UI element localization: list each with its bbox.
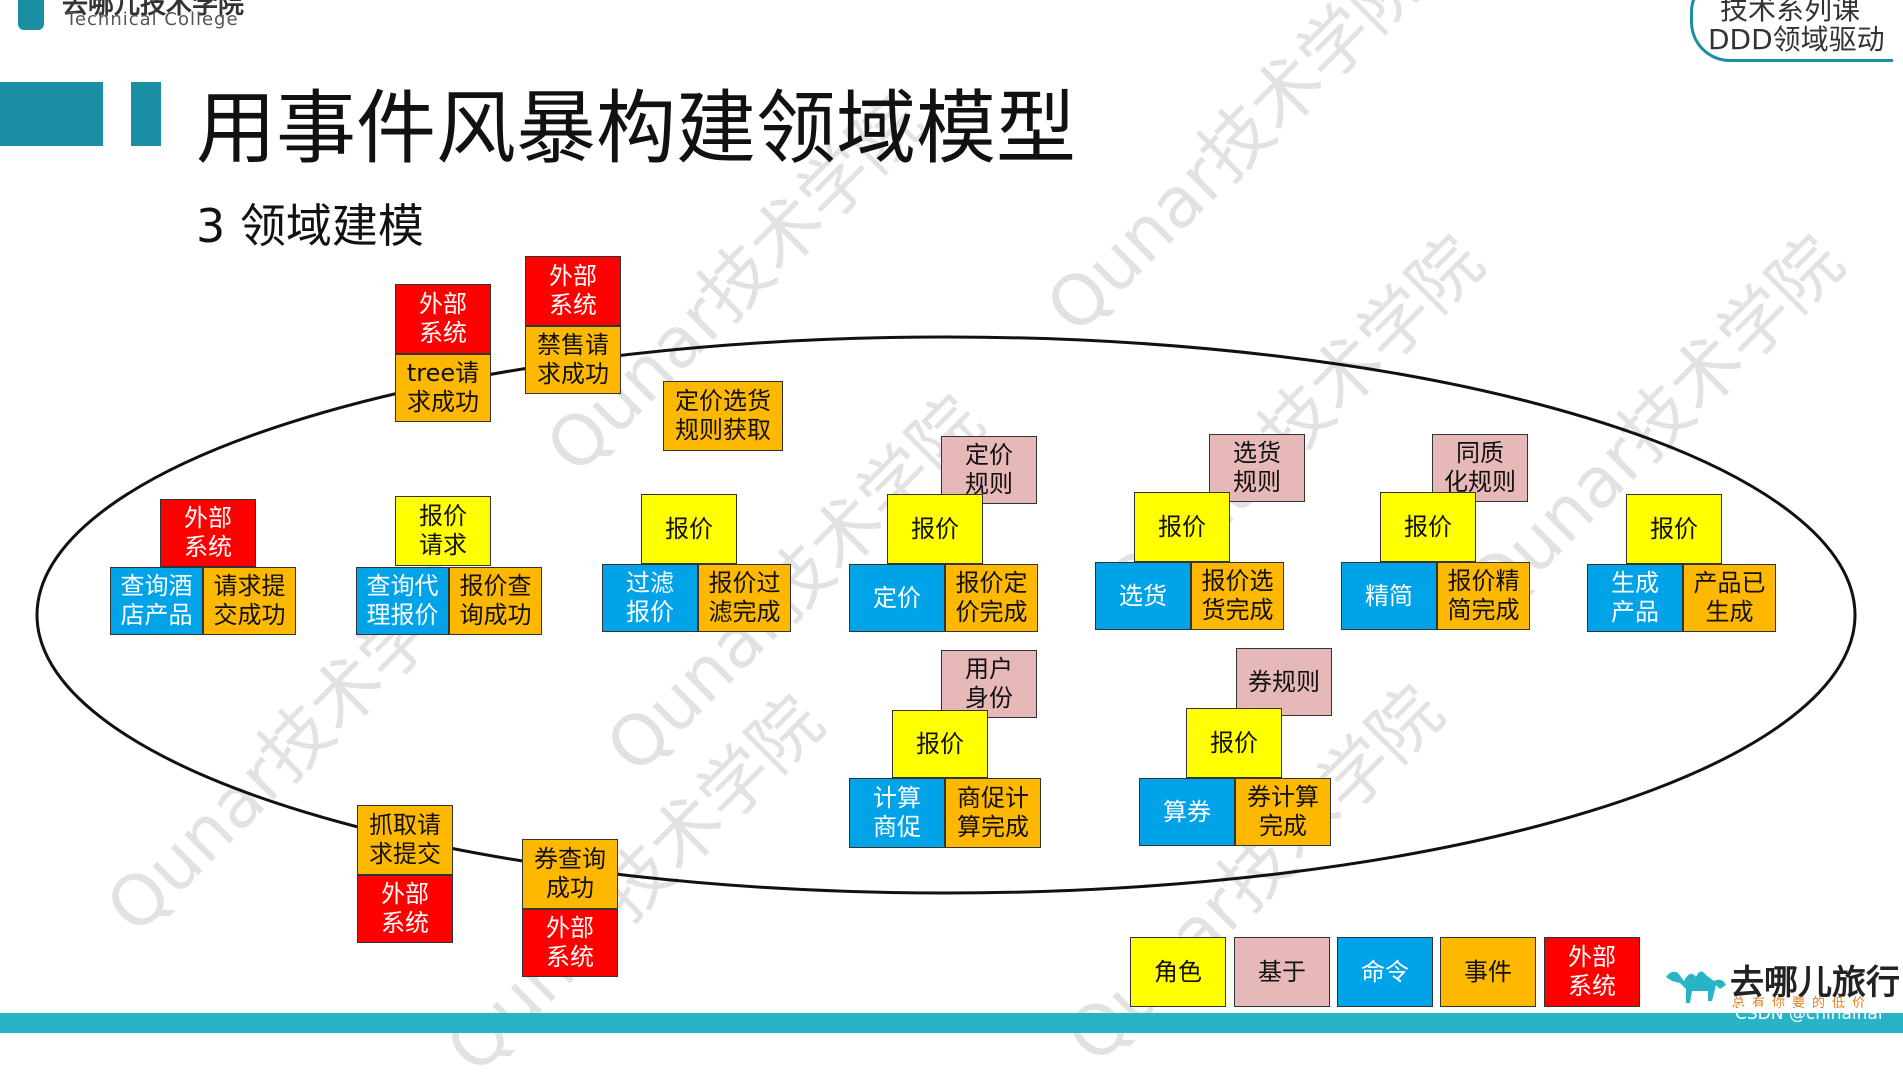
request-submitted-event: 请求提 交成功 [203, 567, 296, 635]
quote-filtered-event: 报价过 滤完成 [698, 564, 791, 632]
external-system-note: 外部 系统 [525, 256, 621, 326]
calculate-promotion-command: 计算 商促 [849, 778, 945, 848]
product-generated-event: 产品已 生成 [1683, 564, 1776, 632]
legend-external-system: 外部 系统 [1544, 937, 1640, 1007]
camel-logo-icon [1662, 955, 1732, 1011]
quote-priced-event: 报价定 价完成 [945, 564, 1038, 632]
quote-actor: 报价 [887, 494, 983, 564]
fetch-request-submitted-event: 抓取请 求提交 [357, 805, 453, 875]
tree-request-success-event: tree请 求成功 [395, 354, 491, 422]
quote-simplified-event: 报价精 简完成 [1437, 562, 1530, 630]
quote-actor: 报价 [1134, 492, 1230, 562]
coupon-query-success-event: 券查询 成功 [522, 839, 618, 909]
coupon-calculated-event: 券计算 完成 [1235, 778, 1331, 846]
quote-actor: 报价 [1380, 492, 1476, 562]
filter-quote-command: 过滤 报价 [602, 564, 698, 632]
simplify-command: 精简 [1341, 562, 1437, 630]
quote-selected-event: 报价选 货完成 [1191, 562, 1284, 630]
external-system-note: 外部 系统 [160, 499, 256, 567]
quote-actor: 报价 [1626, 494, 1722, 564]
legend-command: 命令 [1337, 937, 1433, 1007]
quote-request-actor: 报价 请求 [395, 496, 491, 566]
pricing-command: 定价 [849, 564, 945, 632]
select-goods-command: 选货 [1095, 562, 1191, 630]
pricing-rule-fetched-event: 定价选货 规则获取 [663, 381, 783, 451]
quote-actor: 报价 [892, 710, 988, 778]
ban-request-success-event: 禁售请 求成功 [525, 326, 621, 394]
quote-query-success-event: 报价查 询成功 [449, 567, 542, 635]
legend-actor: 角色 [1130, 937, 1226, 1007]
coupon-rule-policy: 券规则 [1236, 648, 1332, 716]
generate-product-command: 生成 产品 [1587, 564, 1683, 632]
quote-actor: 报价 [1186, 708, 1282, 778]
legend-policy: 基于 [1234, 937, 1330, 1007]
csdn-credit: CSDN @chihaihai [1735, 1004, 1883, 1024]
legend-event: 事件 [1440, 937, 1536, 1007]
bottom-band [0, 1013, 1903, 1033]
external-system-note: 外部 系统 [395, 284, 491, 354]
quote-actor: 报价 [641, 494, 737, 564]
external-system-note: 外部 系统 [522, 909, 618, 977]
external-system-note: 外部 系统 [357, 875, 453, 943]
query-agent-quote-command: 查询代 理报价 [356, 567, 449, 635]
query-hotel-product-command: 查询酒 店产品 [110, 567, 203, 635]
promotion-calculated-event: 商促计 算完成 [945, 778, 1041, 848]
user-identity-policy: 用户 身份 [941, 650, 1037, 718]
calculate-coupon-command: 算券 [1139, 778, 1235, 846]
